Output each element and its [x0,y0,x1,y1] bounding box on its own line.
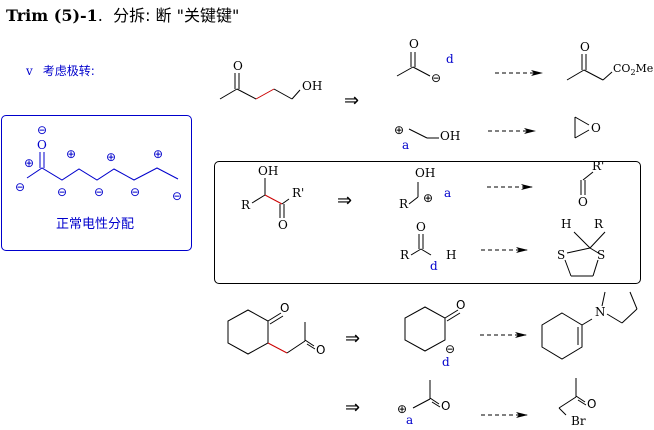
oxygen-minus: ⊖ [37,123,47,137]
s3-a-label: a [406,413,413,427]
s2-reagent-dithiane [564,231,606,277]
s1-epoxide-O: O [591,121,601,135]
note-text: 考虑极转: [42,64,95,78]
s1-minus: ⊖ [431,71,441,85]
retro-arrow-4: ⇒ [345,397,360,418]
s3-synthon-a [412,380,441,409]
s3-target-O1: O [280,301,289,315]
retro-arrow-2: ⇒ [337,190,352,211]
umpolung-note: v 考虑极转: [26,62,95,79]
scheme1-target [219,73,301,100]
s3-enamine-N: N [595,305,606,319]
retro-arrow-3: ⇒ [345,328,360,349]
s2-dithiane-S2: S [597,248,605,262]
c5-plus: ⊕ [106,150,116,164]
c3-plus: ⊕ [66,147,76,161]
s1-a-label: a [402,138,409,152]
s3-minus: ⊖ [445,342,455,356]
carbonyl-oxygen: O [37,138,47,152]
s1-reagent-acetoacetate [566,54,613,81]
s1-synthon-a [408,128,439,139]
s3-synthon-d [404,306,461,352]
c8-minus: ⊖ [172,189,182,203]
s1-reagent-ester: CO2Me [613,62,653,77]
s2-reagent-aldehyde [580,171,594,195]
subscript-2: 2 [630,68,635,77]
s2-target-O: O [278,218,288,232]
s3-bromoacetone-O: O [587,397,596,411]
s3-reagent-bromoacetone [558,378,587,416]
acyl-anion-box [214,161,641,284]
s2-dithiane-S1: S [557,248,565,262]
s2-dithiane-R: R [594,217,604,231]
s2-aldehyde-R: R [400,248,410,262]
s2-reagent-Rprime: R' [592,159,604,173]
s1-target-OH: OH [302,79,322,93]
s1-synthon-d [396,52,431,77]
title-period: . [97,6,103,25]
s2-plus: ⊕ [423,191,433,205]
page-title: Trim (5)-1. 分拆: 断 "关键键" [6,2,239,26]
bullet-icon: v [26,64,33,78]
c4-minus: ⊖ [94,185,104,199]
s1-synthon-OH: OH [440,129,460,143]
polarity-chain [26,152,179,181]
c7-plus: ⊕ [153,147,163,161]
s2-reagent-O: O [578,195,588,209]
s1-reagent-O: O [580,40,590,54]
s2-target-Rprime: R' [292,186,304,200]
s3-bromoacetone-Br: Br [571,414,586,428]
me-text: Me [636,62,654,75]
s2-a-label: a [444,186,451,200]
c6-minus: ⊖ [130,185,140,199]
s2-d-label: d [430,259,438,273]
s2-synthon-R: R [399,197,409,211]
scheme2-target [251,178,290,218]
c1-plus: ⊕ [24,156,34,170]
s2-target-R: R [241,198,251,212]
title-chinese: 分拆: 断 "关键键" [113,6,240,25]
s3-plus: ⊕ [397,402,407,416]
s2-dithiane-H: H [561,217,571,231]
scheme3-target [227,309,316,355]
s2-aldehyde-H: H [446,248,456,262]
s3-reagent-enamine [541,291,638,360]
s1-target-O: O [233,59,243,73]
s3-synthon-O: O [456,298,465,312]
s3-synthon-a-O: O [441,399,450,413]
retro-arrow-1: ⇒ [344,90,359,111]
s2-synthon-a [408,182,419,205]
s1-reagent-epoxide [574,116,590,139]
s2-aldehyde-O: O [416,220,426,234]
c0-minus: ⊖ [15,180,25,194]
s1-d-label: d [446,52,454,66]
s3-target-O2: O [316,343,325,357]
s1-plus: ⊕ [394,123,404,137]
s2-target-OH: OH [258,164,278,178]
s2-synthon-d [410,234,432,256]
normal-polarity-box [1,115,192,251]
c2-minus: ⊖ [57,185,67,199]
polarity-caption: 正常电性分配 [56,217,135,232]
co-text: CO [613,62,630,75]
s1-synthon-O: O [409,37,419,51]
s3-d-label: d [442,355,450,369]
s2-synthon-OH: OH [415,166,435,180]
title-bold: Trim (5)-1 [6,6,98,25]
